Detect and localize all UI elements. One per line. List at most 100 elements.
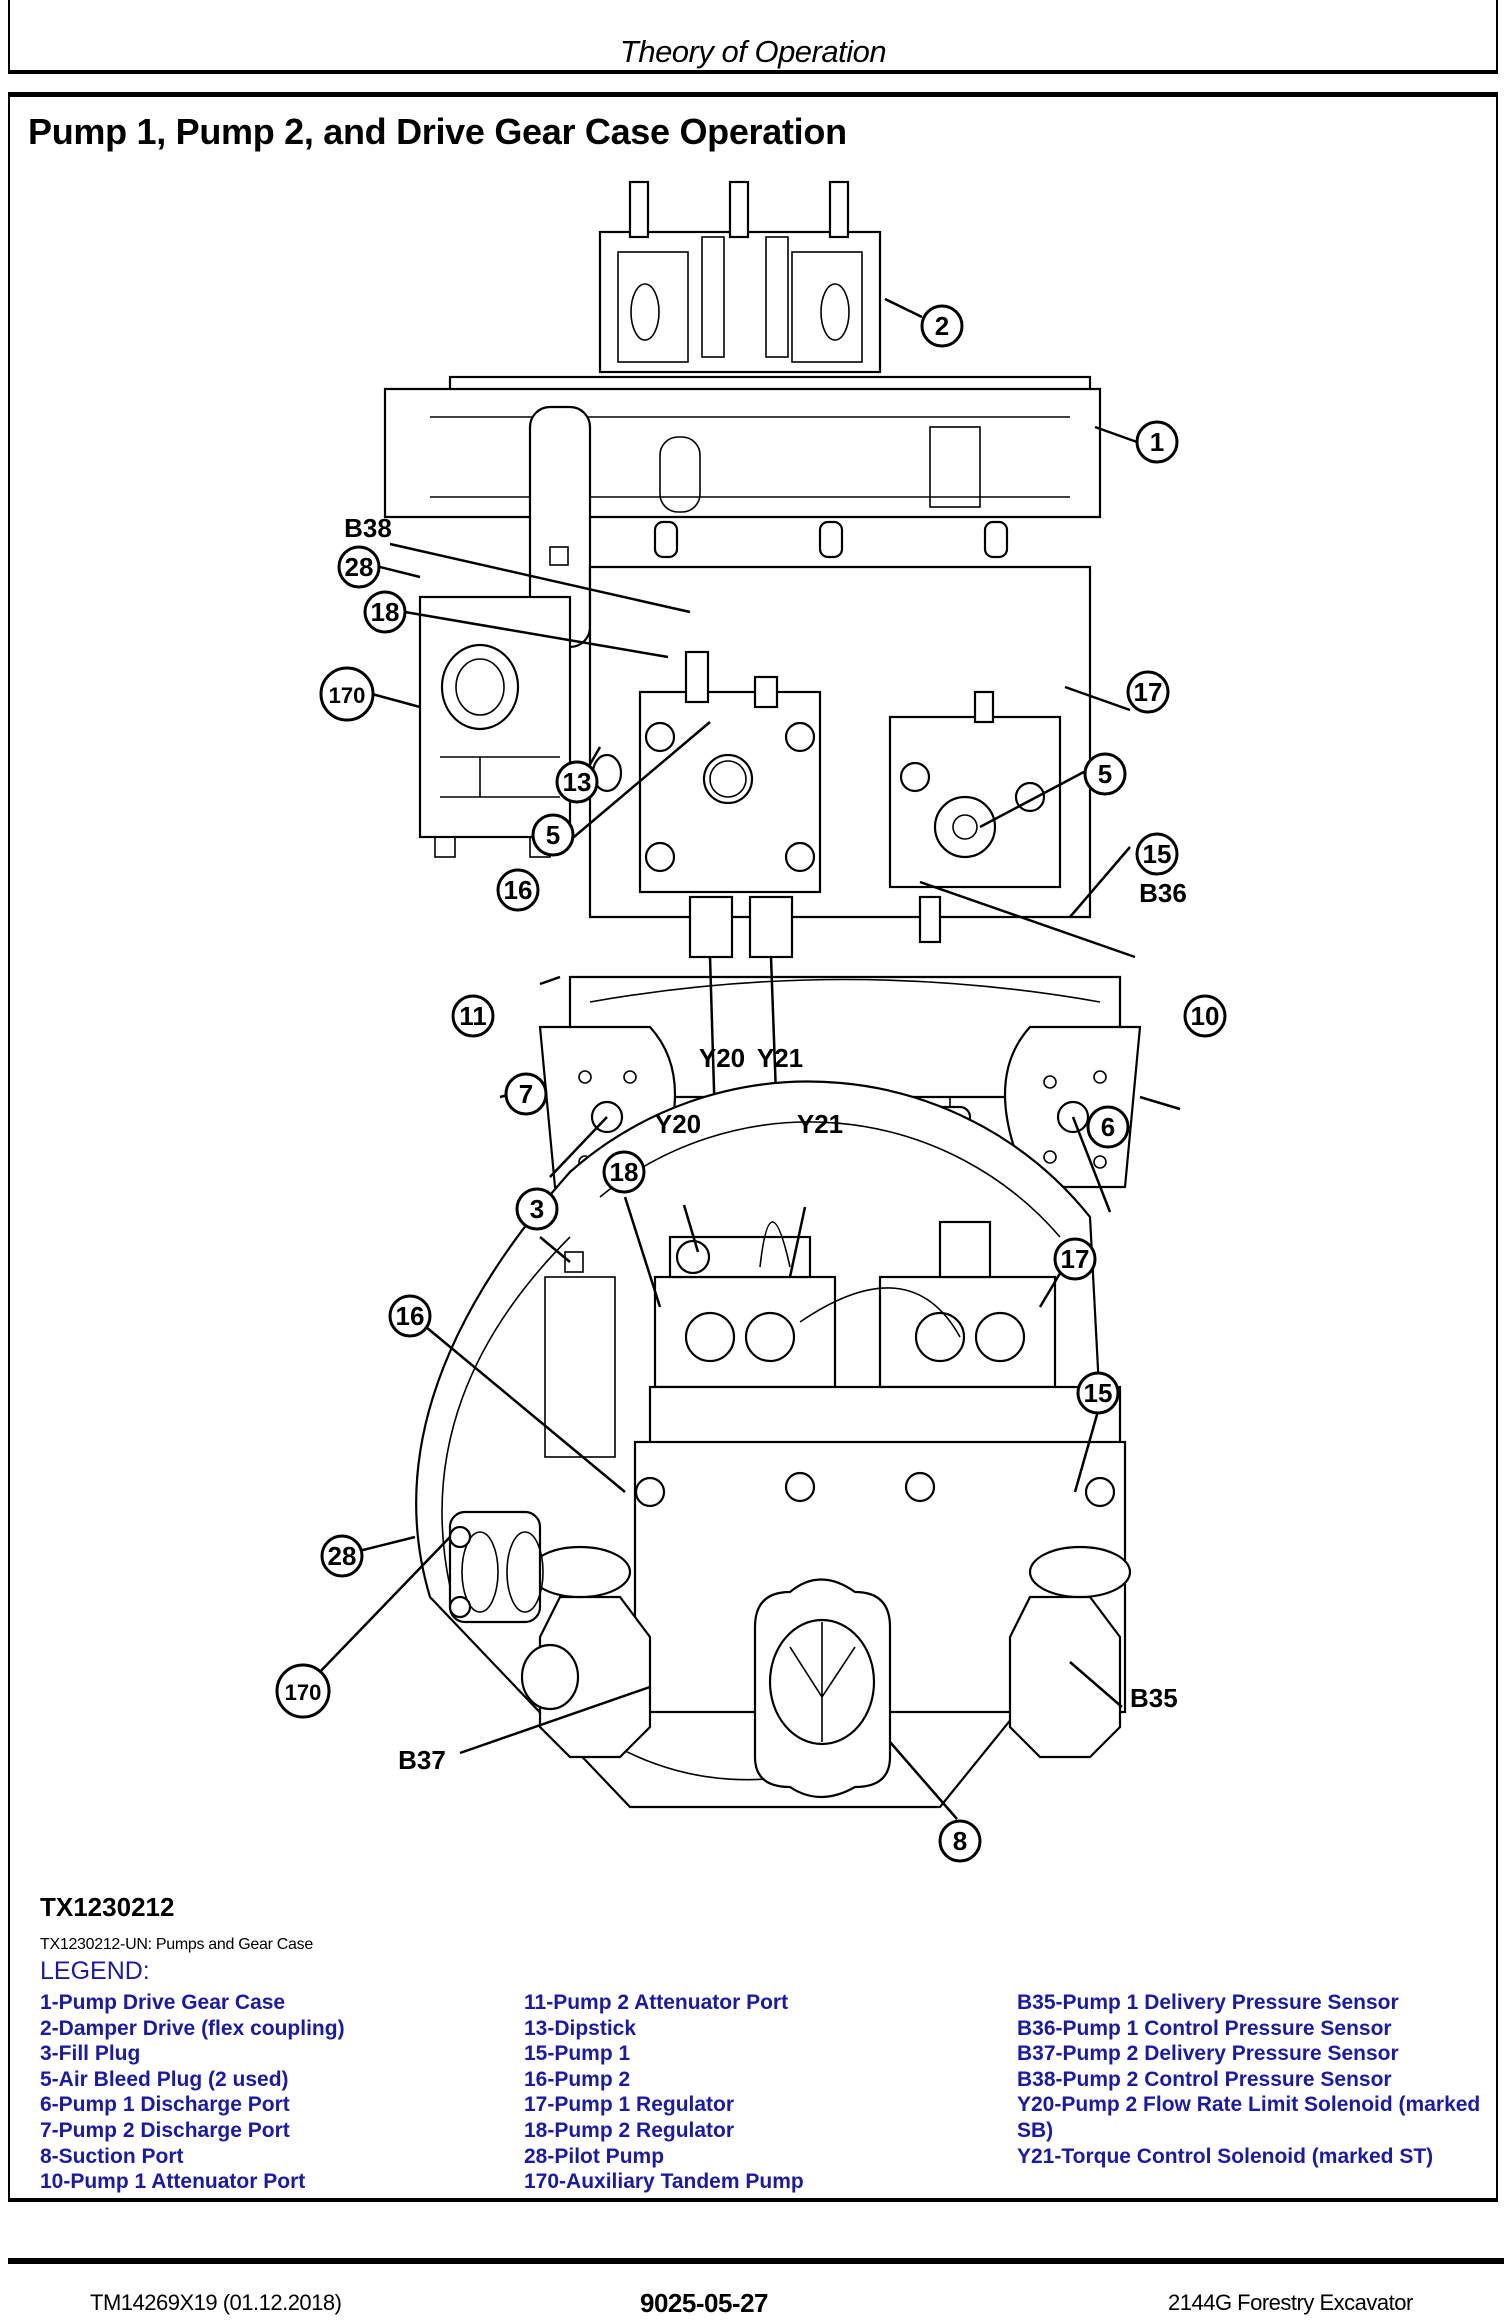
legend-column-3: B35-Pump 1 Delivery Pressure Sensor B36-…: [1017, 1990, 1487, 2169]
callout-Y21-bottom: Y21: [797, 1109, 843, 1139]
section-title: Theory of Operation: [619, 34, 887, 69]
svg-text:Y20: Y20: [655, 1109, 701, 1139]
callout-18-bottom: 18: [602, 1150, 646, 1194]
figure-id: TX1230212: [40, 1892, 175, 1922]
callout-10: 10: [1183, 994, 1227, 1038]
svg-text:Y20: Y20: [699, 1043, 745, 1073]
svg-text:Y21: Y21: [797, 1109, 843, 1139]
callout-Y20-bottom: Y20: [655, 1109, 701, 1139]
svg-text:15: 15: [1084, 1378, 1113, 1408]
legend-column-1: 1-Pump Drive Gear Case 2-Damper Drive (f…: [40, 1990, 510, 2195]
content-box: Pump 1, Pump 2, and Drive Gear Case Oper…: [8, 92, 1498, 2202]
legend-item: B37-Pump 2 Delivery Pressure Sensor: [1017, 2042, 1399, 2066]
legend-item: 16-Pump 2: [524, 2067, 631, 2091]
svg-text:170: 170: [285, 1680, 322, 1705]
legend-item: B36-Pump 1 Control Pressure Sensor: [1017, 2016, 1392, 2040]
callout-3: 3: [515, 1187, 559, 1231]
callout-17-bottom: 17: [1053, 1237, 1097, 1281]
legend-item: 11-Pump 2 Attenuator Port: [524, 1991, 789, 2014]
legend-column-2: 11-Pump 2 Attenuator Port 13-Dipstick 15…: [524, 1990, 994, 2195]
callout-B36: B36: [1139, 878, 1187, 908]
callout-6: 6: [1086, 1105, 1130, 1149]
callout-B37: B37: [398, 1745, 446, 1775]
svg-text:18: 18: [610, 1157, 639, 1187]
footer-page-number: 9025-05-27: [640, 2288, 769, 2318]
pump2-regulator-end-shape: [653, 1275, 837, 1389]
legend-item: 17-Pump 1 Regulator: [524, 2093, 735, 2117]
legend-heading: LEGEND:: [40, 1957, 150, 1985]
footer-rule: [8, 2258, 1504, 2264]
legend-item: B35-Pump 1 Delivery Pressure Sensor: [1017, 1991, 1399, 2014]
callout-17-top: 17: [1126, 670, 1170, 714]
svg-text:Y21: Y21: [757, 1043, 803, 1073]
pilot-pump-end-shape: [448, 1510, 542, 1624]
svg-text:15: 15: [1143, 839, 1172, 869]
callout-B38: B38: [344, 513, 392, 543]
legend-item: 6-Pump 1 Discharge Port: [40, 2093, 290, 2117]
callout-8: 8: [938, 1819, 982, 1863]
svg-text:B35: B35: [1130, 1683, 1178, 1713]
legend-item: 2-Damper Drive (flex coupling): [40, 2016, 345, 2040]
header-box: Theory of Operation: [8, 0, 1498, 74]
footer-manual-id: TM14269X19 (01.12.2018): [90, 2290, 342, 2315]
svg-text:3: 3: [530, 1194, 544, 1224]
svg-text:5: 5: [1098, 759, 1112, 789]
svg-text:16: 16: [504, 875, 533, 905]
svg-text:28: 28: [345, 552, 374, 582]
svg-text:13: 13: [563, 767, 592, 797]
svg-text:17: 17: [1061, 1244, 1090, 1274]
callout-28: 28: [337, 545, 381, 589]
callout-5-left: 5: [531, 813, 575, 857]
svg-text:11: 11: [459, 1001, 487, 1031]
callout-15-top: 15: [1135, 832, 1179, 876]
legend-item: B38-Pump 2 Control Pressure Sensor: [1017, 2067, 1392, 2091]
svg-text:17: 17: [1134, 677, 1163, 707]
svg-text:10: 10: [1191, 1001, 1220, 1031]
callout-Y20-top: Y20: [699, 1043, 745, 1073]
svg-text:B37: B37: [398, 1745, 446, 1775]
callout-1: 1: [1135, 420, 1179, 464]
footer-machine: 2144G Forestry Excavator: [1168, 2290, 1413, 2315]
svg-text:16: 16: [396, 1301, 425, 1331]
svg-text:B38: B38: [344, 513, 392, 543]
pump1-discharge-block-shape: [1008, 1595, 1122, 1759]
legend-item: 7-Pump 2 Discharge Port: [40, 2118, 290, 2142]
svg-text:B36: B36: [1139, 878, 1187, 908]
pump-gear-case-illustration: 2 1 B38 28 18 170 13 5 17 5 15 B36 16 11…: [275, 180, 1227, 1863]
legend-item: Y21-Torque Control Solenoid (marked ST): [1017, 2144, 1434, 2168]
legend-item: 8-Suction Port: [40, 2144, 184, 2168]
callout-13: 13: [555, 760, 599, 804]
callout-16-top: 16: [496, 868, 540, 912]
callout-28-bottom: 28: [320, 1534, 364, 1578]
callout-15-bottom: 15: [1076, 1371, 1120, 1415]
callout-16-bottom: 16: [388, 1294, 432, 1338]
legend-item: 170-Auxiliary Tandem Pump: [524, 2170, 804, 2194]
svg-text:170: 170: [329, 683, 366, 708]
legend-item: 3-Fill Plug: [40, 2042, 141, 2066]
page-title: Pump 1, Pump 2, and Drive Gear Case Oper…: [28, 111, 847, 152]
legend-item: 5-Air Bleed Plug (2 used): [40, 2067, 289, 2091]
svg-text:18: 18: [371, 597, 400, 627]
legend-item: 13-Dipstick: [524, 2016, 637, 2040]
legend-item: 15-Pump 1: [524, 2042, 631, 2066]
legend-item: 28-Pilot Pump: [524, 2144, 665, 2168]
svg-text:28: 28: [328, 1541, 357, 1571]
svg-text:8: 8: [953, 1826, 967, 1856]
legend-item: 18-Pump 2 Regulator: [524, 2118, 735, 2142]
callout-170-bottom: 170: [275, 1663, 331, 1719]
callout-18-top: 18: [363, 590, 407, 634]
bottom-view-drawing: [415, 1080, 1132, 1809]
legend-item: Y20-Pump 2 Flow Rate Limit Solenoid (mar…: [1017, 2093, 1481, 2142]
damper-drive-shape: [598, 230, 882, 374]
callout-7: 7: [504, 1072, 548, 1116]
top-view-drawing: [383, 180, 1142, 1189]
callout-11: 11: [451, 994, 495, 1038]
callout-Y21-top: Y21: [757, 1043, 803, 1073]
figure-caption: TX1230212-UN: Pumps and Gear Case: [40, 1936, 313, 1953]
callout-5-right: 5: [1083, 752, 1127, 796]
legend-item: 10-Pump 1 Attenuator Port: [40, 2170, 306, 2194]
svg-text:7: 7: [519, 1079, 533, 1109]
callout-2: 2: [920, 304, 964, 348]
svg-text:1: 1: [1150, 427, 1164, 457]
svg-text:6: 6: [1101, 1112, 1115, 1142]
